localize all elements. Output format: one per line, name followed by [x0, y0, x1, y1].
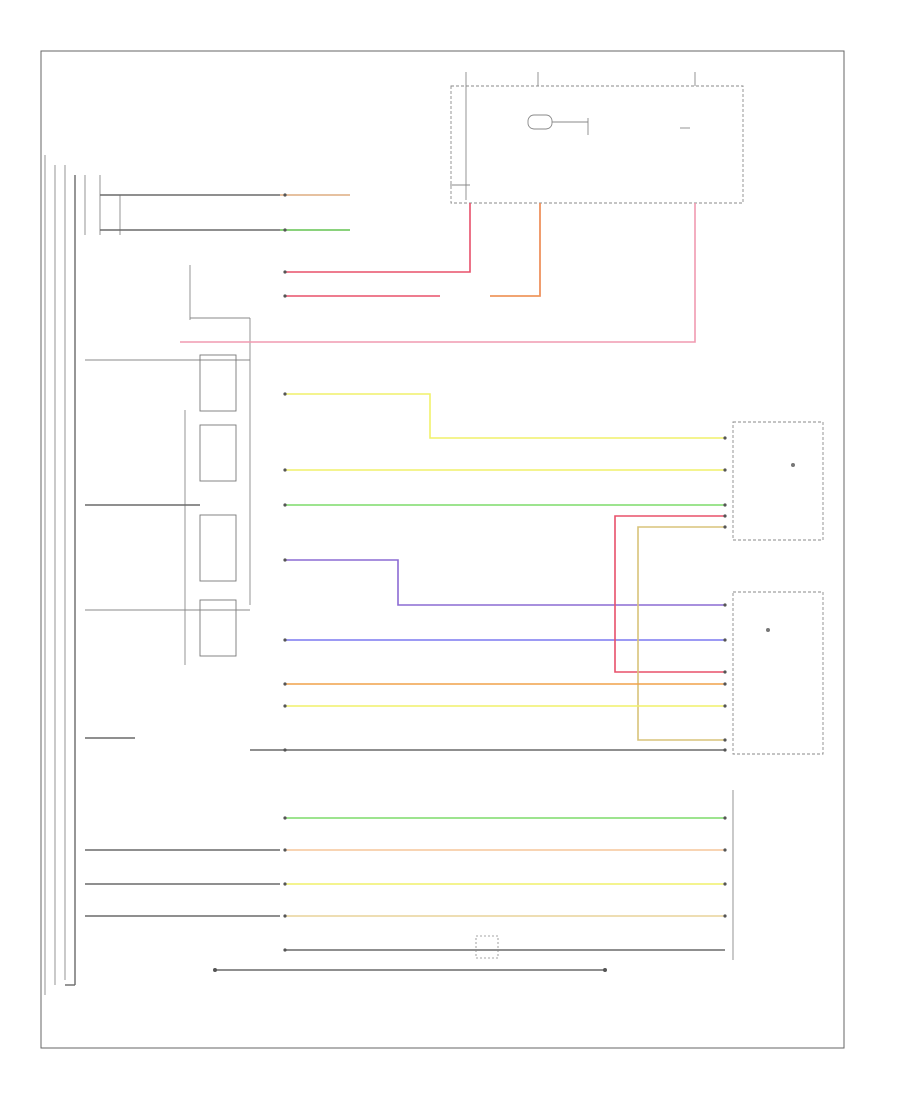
wires-bottom — [85, 817, 725, 971]
motor-box-1 — [732, 421, 824, 541]
wire-yellow-1 — [285, 393, 725, 439]
switch-blocks — [85, 354, 250, 665]
diagram-border — [40, 50, 845, 1049]
wire-pink-2 — [614, 515, 725, 673]
upper-left-switches — [84, 175, 350, 605]
wire-pink-1 — [180, 203, 696, 343]
wire-orange-1 — [490, 203, 541, 297]
wire-tan-1 — [637, 526, 725, 741]
wires-middle — [85, 393, 725, 751]
right-components — [732, 421, 824, 960]
module-box-internals — [450, 72, 696, 200]
connector-dots — [213, 193, 727, 972]
wire-purple-1 — [285, 559, 725, 606]
wires-top — [180, 194, 696, 343]
left-bus — [44, 155, 76, 995]
motor-box-2 — [732, 591, 824, 755]
wire-orange-red — [285, 203, 541, 297]
wire-red-1 — [285, 203, 471, 273]
module-box-top — [450, 85, 744, 204]
